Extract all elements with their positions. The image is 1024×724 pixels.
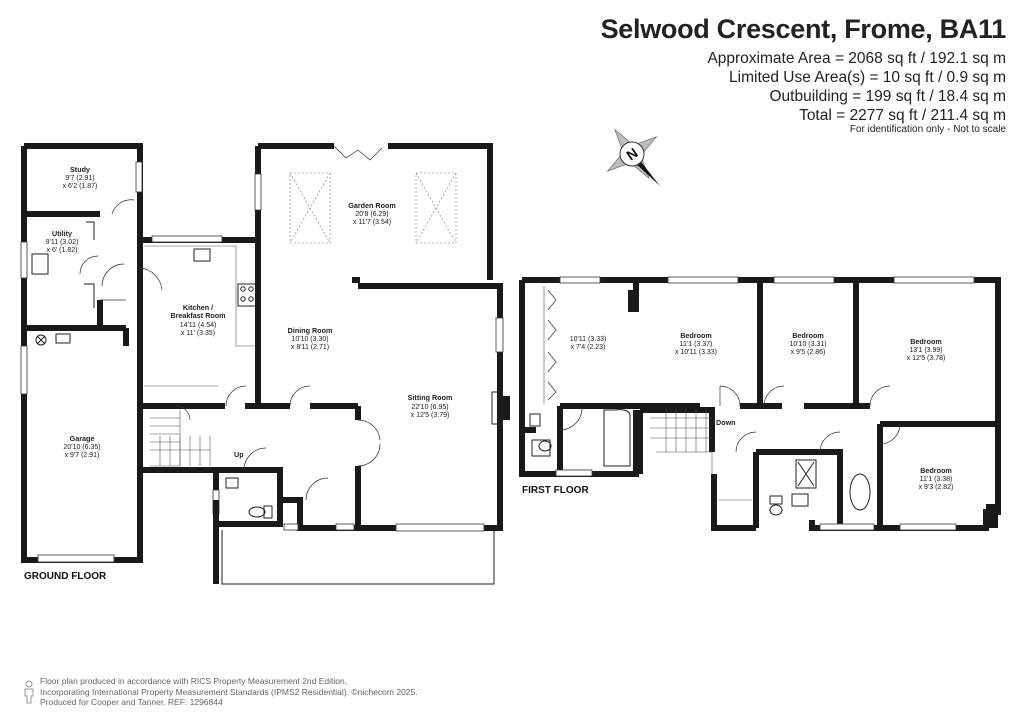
- footer-line: Floor plan produced in accordance with R…: [40, 676, 348, 686]
- svg-text:x 9'3 (2.82): x 9'3 (2.82): [919, 484, 954, 491]
- first-floor-label: FIRST FLOOR: [522, 485, 589, 496]
- room-label-bedroom-4: Bedroom 11'1 (3.38) x 9'3 (2.82): [919, 466, 954, 491]
- limited-use-area: Limited Use Area(s) = 10 sq ft / 0.9 sq …: [729, 69, 1006, 86]
- room-label-dressing-area: 10'11 (3.33) x 7'4 (2.23): [570, 336, 607, 351]
- property-title: Selwood Crescent, Frome, BA11: [600, 14, 1007, 44]
- svg-text:20'10 (6.35): 20'10 (6.35): [63, 444, 100, 451]
- svg-text:x 9'5 (2.86): x 9'5 (2.86): [791, 349, 826, 356]
- room-label-dining-room: Dining Room 10'10 (3.30) x 8'11 (2.71): [288, 326, 333, 351]
- sitting-room: [355, 283, 510, 532]
- kitchen-room: [137, 235, 262, 409]
- svg-text:x 7'4 (2.23): x 7'4 (2.23): [571, 344, 606, 351]
- outbuilding-area: Outbuilding = 199 sq ft / 18.4 sq m: [769, 88, 1006, 105]
- dining-room: [262, 277, 360, 409]
- stairs-up-label: Up: [234, 450, 244, 459]
- ground-floor-label: GROUND FLOOR: [24, 571, 107, 582]
- svg-text:Breakfast Room: Breakfast Room: [170, 311, 225, 320]
- svg-text:x 12'5 (3.78): x 12'5 (3.78): [907, 355, 946, 362]
- svg-text:Bedroom: Bedroom: [680, 331, 712, 340]
- svg-text:x 11' (3.35): x 11' (3.35): [181, 330, 215, 337]
- svg-text:x 12'5 (3.79): x 12'5 (3.79): [411, 412, 450, 419]
- room-label-garden-room: Garden Room 20'8 (6.29) x 11'7 (3.54): [348, 201, 396, 226]
- svg-text:x 11'7 (3.54): x 11'7 (3.54): [353, 219, 391, 226]
- svg-text:x 10'11 (3.33): x 10'11 (3.33): [675, 349, 717, 356]
- room-label-kitchen: Kitchen / Breakfast Room 14'11 (4.54) x …: [170, 303, 225, 337]
- total-area: Total = 2277 sq ft / 211.4 sq m: [799, 107, 1006, 124]
- footer-line: Produced for Cooper and Tanner. REF: 129…: [40, 697, 223, 708]
- svg-text:Kitchen /: Kitchen /: [183, 303, 213, 312]
- svg-text:13'1 (3.99): 13'1 (3.99): [909, 347, 942, 354]
- svg-text:Bedroom: Bedroom: [792, 331, 824, 340]
- footer-disclaimer: Floor plan produced in accordance with R…: [40, 676, 418, 708]
- svg-text:Sitting Room: Sitting Room: [408, 393, 453, 402]
- svg-text:x 6' (1.82): x 6' (1.82): [47, 247, 78, 254]
- room-label-bedroom-3: Bedroom 13'1 (3.99) x 12'5 (3.78): [907, 337, 946, 362]
- svg-text:x 9'7 (2.91): x 9'7 (2.91): [65, 452, 100, 459]
- svg-text:x 8'11 (2.71): x 8'11 (2.71): [291, 344, 329, 351]
- svg-text:22'10 (6.95): 22'10 (6.95): [411, 404, 448, 411]
- person-scale-icon: [24, 680, 34, 704]
- svg-text:20'8 (6.29): 20'8 (6.29): [355, 211, 388, 218]
- room-label-bedroom-1: Bedroom 11'1 (3.37) x 10'11 (3.33): [675, 331, 717, 356]
- entrance-hall: Up: [137, 405, 495, 585]
- svg-text:11'1 (3.37): 11'1 (3.37): [680, 341, 713, 348]
- svg-text:Bedroom: Bedroom: [910, 337, 942, 346]
- svg-text:10'11 (3.33): 10'11 (3.33): [570, 336, 607, 343]
- room-label-garage: Garage 20'10 (6.35) x 9'7 (2.91): [63, 434, 100, 459]
- identification-note: For identification only - Not to scale: [849, 124, 1006, 135]
- svg-text:Garage: Garage: [70, 434, 95, 443]
- svg-text:11'1 (3.38): 11'1 (3.38): [920, 476, 953, 483]
- svg-text:10'10 (3.31): 10'10 (3.31): [789, 341, 826, 348]
- footer-line: Incorporating International Property Mea…: [40, 686, 418, 697]
- svg-text:10'10 (3.30): 10'10 (3.30): [291, 336, 328, 343]
- study-room: [21, 143, 143, 215]
- svg-text:Utility: Utility: [52, 229, 72, 238]
- compass-icon: N: [606, 128, 660, 186]
- svg-text:Bedroom: Bedroom: [920, 466, 952, 475]
- svg-text:Garden Room: Garden Room: [348, 201, 396, 210]
- room-label-study: Study 9'7 (2.91) x 6'2 (1.87): [63, 165, 98, 190]
- room-label-bedroom-2: Bedroom 10'10 (3.31) x 9'5 (2.86): [789, 331, 826, 356]
- utility-room: [20, 211, 103, 331]
- room-label-utility: Utility 9'11 (3.02) x 6' (1.82): [46, 229, 79, 254]
- svg-text:9'7 (2.91): 9'7 (2.91): [65, 175, 94, 182]
- svg-text:x 6'2 (1.87): x 6'2 (1.87): [63, 183, 98, 190]
- stairs-down-label: Down: [716, 418, 736, 427]
- svg-text:Dining Room: Dining Room: [288, 326, 333, 335]
- room-label-sitting-room: Sitting Room 22'10 (6.95) x 12'5 (3.79): [408, 393, 453, 419]
- approximate-area: Approximate Area = 2068 sq ft / 192.1 sq…: [707, 50, 1006, 67]
- svg-text:14'11 (4.54): 14'11 (4.54): [180, 322, 217, 329]
- svg-text:Study: Study: [70, 165, 90, 174]
- ground-floor-plan: Up: [20, 143, 510, 585]
- area-summary: Approximate Area = 2068 sq ft / 192.1 sq…: [707, 49, 1006, 125]
- svg-text:9'11 (3.02): 9'11 (3.02): [46, 239, 79, 246]
- garden-room: [254, 143, 493, 406]
- first-floor-plan: Down: [519, 276, 1001, 531]
